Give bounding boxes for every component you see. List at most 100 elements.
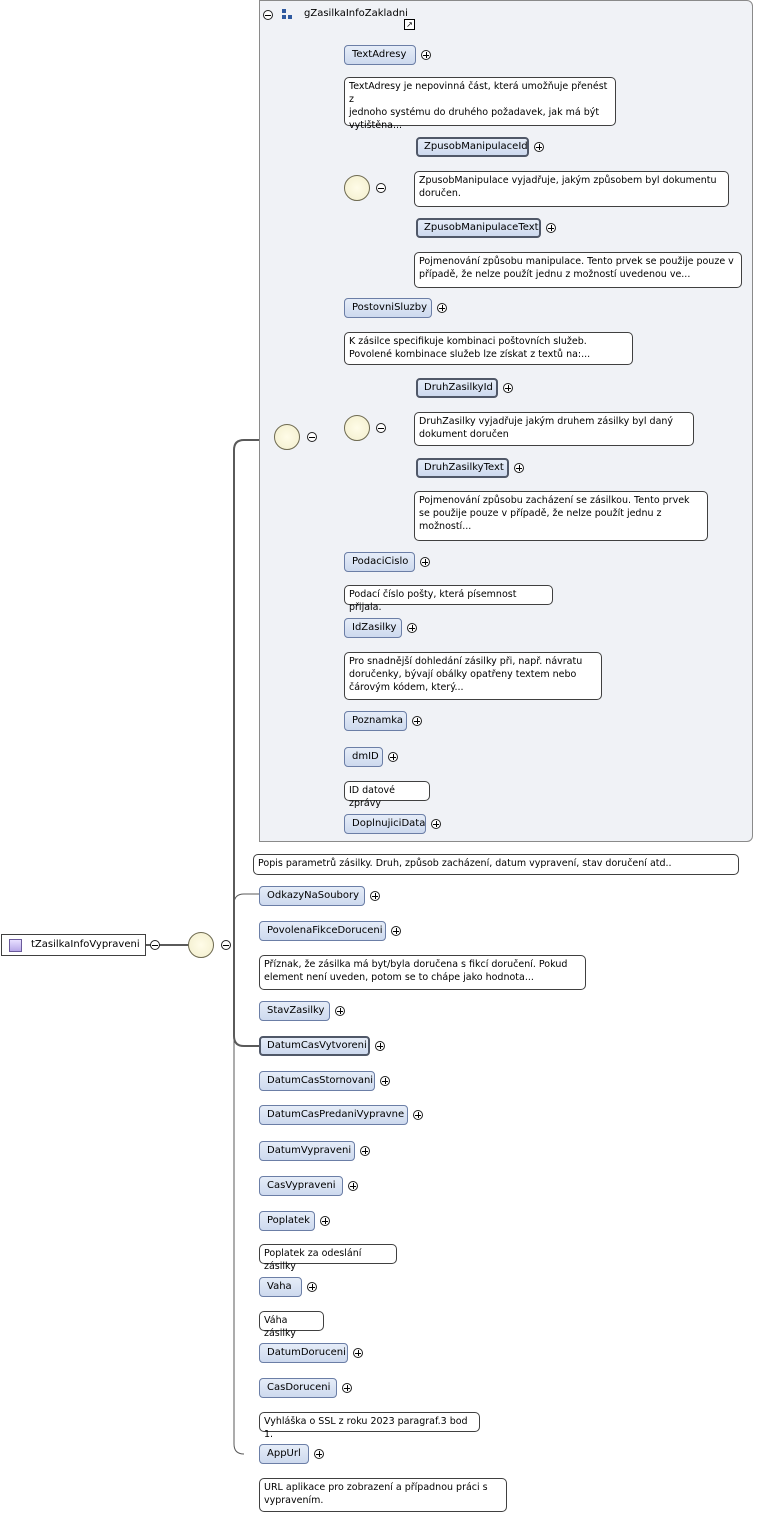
annotation-line: možností... <box>419 521 472 532</box>
group-icon <box>282 9 294 21</box>
element-PostovniSluzby[interactable]: PostovniSluzby <box>344 298 432 318</box>
expand-icon[interactable] <box>375 1041 385 1051</box>
element-PodaciCislo[interactable]: PodaciCislo <box>344 552 415 572</box>
expand-icon[interactable] <box>307 1282 317 1292</box>
annotation-PostovniSluzby: K zásilce specifikuje kombinaci poštovní… <box>344 332 633 365</box>
root-collapse-icon[interactable] <box>150 940 160 950</box>
annotation-line: Poplatek za odeslání zásilky <box>264 1248 362 1272</box>
element-StavZasilky[interactable]: StavZasilky <box>259 1001 330 1021</box>
annotation-Vaha: Váha zásilky <box>259 1311 324 1339</box>
root-type-label: tZasilkaInfoVypraveni <box>31 939 140 950</box>
expand-icon[interactable] <box>348 1181 358 1191</box>
annotation-Poplatek: Poplatek za odeslání zásilky <box>259 1244 397 1272</box>
element-DruhZasilkyText[interactable]: DruhZasilkyText <box>416 458 509 478</box>
choice-druh-collapse-icon[interactable] <box>376 423 386 433</box>
expand-icon[interactable] <box>380 1076 390 1086</box>
annotation-ZpusobManipulaceText: Pojmenování způsobu manipulace. Tento pr… <box>414 252 742 288</box>
annotation-line: doručenky, bývají obálky opatřeny textem… <box>349 669 577 680</box>
element-ZpusobManipulaceText[interactable]: ZpusobManipulaceText <box>416 218 541 238</box>
expand-icon[interactable] <box>534 142 544 152</box>
expand-icon[interactable] <box>353 1348 363 1358</box>
expand-icon[interactable] <box>391 926 401 936</box>
annotation-line: TextAdresy je nepovinná část, která umož… <box>349 81 608 105</box>
element-Poznamka[interactable]: Poznamka <box>344 711 407 731</box>
annotation-line: Váha zásilky <box>264 1315 296 1339</box>
expand-icon[interactable] <box>412 716 422 726</box>
expand-icon[interactable] <box>314 1449 324 1459</box>
annotation-line: Pojmenování způsobu zacházení se zásilko… <box>419 495 690 506</box>
expand-icon[interactable] <box>413 1110 423 1120</box>
expand-icon[interactable] <box>437 303 447 313</box>
annotation-line: čárovým kódem, který... <box>349 682 464 693</box>
annotation-line: Pojmenování způsobu manipulace. Tento pr… <box>419 256 734 267</box>
element-DatumVypraveni[interactable]: DatumVypraveni <box>259 1141 355 1161</box>
annotation-line: Podací číslo pošty, která písemnost přij… <box>349 589 517 613</box>
root-type[interactable]: tZasilkaInfoVypraveni <box>1 934 146 956</box>
annotation-line: případě, že nelze použít jednu z možnost… <box>419 269 691 280</box>
expand-icon[interactable] <box>431 819 441 829</box>
annotation-DruhZasilkyId: DruhZasilky vyjadřuje jakým druhem zásil… <box>414 412 694 446</box>
annotation-line: URL aplikace pro zobrazení a případnou p… <box>264 1482 488 1493</box>
annotation-line: Vyhláška o SSL z roku 2023 paragraf.3 bo… <box>264 1416 468 1440</box>
element-Vaha[interactable]: Vaha <box>259 1277 302 1297</box>
element-AppUrl[interactable]: AppUrl <box>259 1444 309 1464</box>
element-DatumCasVytvoreni[interactable]: DatumCasVytvoreni <box>259 1036 370 1056</box>
annotation-line: doručen. <box>419 188 461 199</box>
element-OdkazyNaSoubory[interactable]: OdkazyNaSoubory <box>259 886 365 906</box>
element-DatumCasPredaniVypravne[interactable]: DatumCasPredaniVypravne <box>259 1105 408 1125</box>
expand-icon[interactable] <box>420 557 430 567</box>
annotation-line: ZpusobManipulace vyjadřuje, jakým způsob… <box>419 175 717 186</box>
element-ZpusobManipulaceId[interactable]: ZpusobManipulaceId <box>416 137 529 157</box>
element-PovolenaFikceDoruceni[interactable]: PovolenaFikceDoruceni <box>259 921 386 941</box>
annotation-line: DruhZasilky vyjadřuje jakým druhem zásil… <box>419 416 674 427</box>
group-description: Popis parametrů zásilky. Druh, způsob za… <box>253 854 739 875</box>
annotation-line: Povolené kombinace služeb lze získat z t… <box>349 349 591 360</box>
annotation-line: dokument doručen <box>419 429 509 440</box>
expand-icon[interactable] <box>546 223 556 233</box>
expand-icon[interactable] <box>421 50 431 60</box>
annotation-CasDoruceni: Vyhláška o SSL z roku 2023 paragraf.3 bo… <box>259 1412 480 1440</box>
annotation-line: se použije pouze v případě, že nelze pou… <box>419 508 662 519</box>
expand-icon[interactable] <box>342 1383 352 1393</box>
expand-icon[interactable] <box>370 891 380 901</box>
element-CasVypraveni[interactable]: CasVypraveni <box>259 1176 343 1196</box>
annotation-IdZasilky: Pro snadnější dohledání zásilky při, nap… <box>344 652 602 700</box>
expand-icon[interactable] <box>407 623 417 633</box>
complex-type-icon <box>9 939 22 952</box>
group-sequence-collapse-icon[interactable] <box>307 432 317 442</box>
root-sequence-collapse-icon[interactable] <box>221 940 231 950</box>
element-DatumCasStornovani[interactable]: DatumCasStornovani <box>259 1071 375 1091</box>
annotation-line: ID datové zprávy <box>349 785 395 809</box>
group-collapse-icon[interactable] <box>263 10 273 20</box>
root-sequence-icon <box>188 932 214 958</box>
group-bracket <box>233 439 259 1047</box>
expand-icon[interactable] <box>320 1216 330 1226</box>
expand-icon[interactable] <box>388 752 398 762</box>
annotation-line: K zásilce specifikuje kombinaci poštovní… <box>349 336 587 347</box>
root-sequence-bracket <box>233 893 245 1455</box>
element-DruhZasilkyId[interactable]: DruhZasilkyId <box>416 378 498 398</box>
element-DoplnujiciData[interactable]: DoplnujiciData <box>344 814 426 834</box>
annotation-line: jednoho systému do druhého požadavek, ja… <box>349 107 600 118</box>
expand-icon[interactable] <box>503 383 513 393</box>
annotation-PodaciCislo: Podací číslo pošty, která písemnost přij… <box>344 585 553 613</box>
annotation-ZpusobManipulaceId: ZpusobManipulace vyjadřuje, jakým způsob… <box>414 171 729 207</box>
external-link-icon[interactable]: ↗ <box>404 19 415 30</box>
annotation-line: Příznak, že zásilka má byt/byla doručena… <box>264 959 568 970</box>
expand-icon[interactable] <box>360 1146 370 1156</box>
element-TextAdresy[interactable]: TextAdresy <box>344 45 416 65</box>
expand-icon[interactable] <box>335 1006 345 1016</box>
choice-manipulace-collapse-icon[interactable] <box>376 183 386 193</box>
expand-icon[interactable] <box>514 463 524 473</box>
element-dmID[interactable]: dmID <box>344 747 383 767</box>
choice-druh-icon <box>344 415 370 441</box>
element-CasDoruceni[interactable]: CasDoruceni <box>259 1378 337 1398</box>
annotation-TextAdresy: TextAdresy je nepovinná část, která umož… <box>344 77 616 131</box>
element-IdZasilky[interactable]: IdZasilky <box>344 618 402 638</box>
element-Poplatek[interactable]: Poplatek <box>259 1211 315 1231</box>
element-DatumDoruceni[interactable]: DatumDoruceni <box>259 1343 348 1363</box>
annotation-line: Pro snadnější dohledání zásilky při, nap… <box>349 656 583 667</box>
annotation-line: element není uveden, potom se to chápe j… <box>264 972 534 983</box>
group-sequence-icon <box>274 424 300 450</box>
